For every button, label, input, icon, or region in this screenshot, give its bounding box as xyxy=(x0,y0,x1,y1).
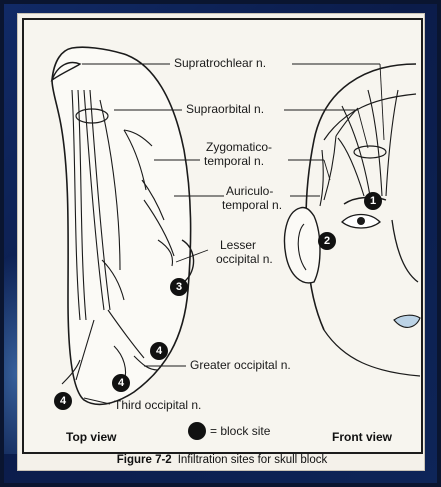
eye-pupil xyxy=(357,217,365,225)
caption-text: Infiltration sites for skull block xyxy=(178,454,328,466)
label-lesser-occipital-line2: occipital n. xyxy=(216,252,273,266)
label-greater-occipital: Greater occipital n. xyxy=(190,358,291,372)
label-auriculotemporal-line1: Auriculo- xyxy=(226,184,273,198)
label-third-occipital: Third occipital n. xyxy=(114,398,201,412)
figure-panel: Supratrochlear n. Supraorbital n. Zygoma… xyxy=(22,18,423,454)
block-site-badge-1: 1 xyxy=(364,192,382,210)
block-site-badge-3: 3 xyxy=(170,278,188,296)
top-view-label: Top view xyxy=(66,430,116,444)
block-site-badge-2: 2 xyxy=(318,232,336,250)
front-supraorbital-oval xyxy=(354,146,386,158)
block-site-badge-4-greater: 4 xyxy=(150,342,168,360)
front-view-label: Front view xyxy=(332,430,392,444)
label-lesser-occipital-line1: Lesser xyxy=(220,238,256,252)
block-site-badge-4-third: 4 xyxy=(54,392,72,410)
label-supraorbital: Supraorbital n. xyxy=(186,102,264,116)
front-view-ear xyxy=(285,207,320,282)
lips xyxy=(394,315,420,327)
figure-caption: Figure 7-2 Infiltration sites for skull b… xyxy=(22,454,422,466)
label-supratrochlear: Supratrochlear n. xyxy=(174,56,266,70)
label-zygomaticotemporal-line1: Zygomatico- xyxy=(206,140,272,154)
legend-dot xyxy=(188,422,206,440)
block-site-badge-4-lower: 4 xyxy=(112,374,130,392)
nose xyxy=(392,220,418,282)
label-auriculotemporal-line2: temporal n. xyxy=(222,198,282,212)
jaw xyxy=(324,330,420,376)
label-zygomaticotemporal-line2: temporal n. xyxy=(204,154,264,168)
legend-text: = block site xyxy=(210,424,270,438)
caption-figure-number: Figure 7-2 xyxy=(117,454,172,466)
illustration xyxy=(24,20,421,452)
front-view-face-outline xyxy=(306,64,416,330)
